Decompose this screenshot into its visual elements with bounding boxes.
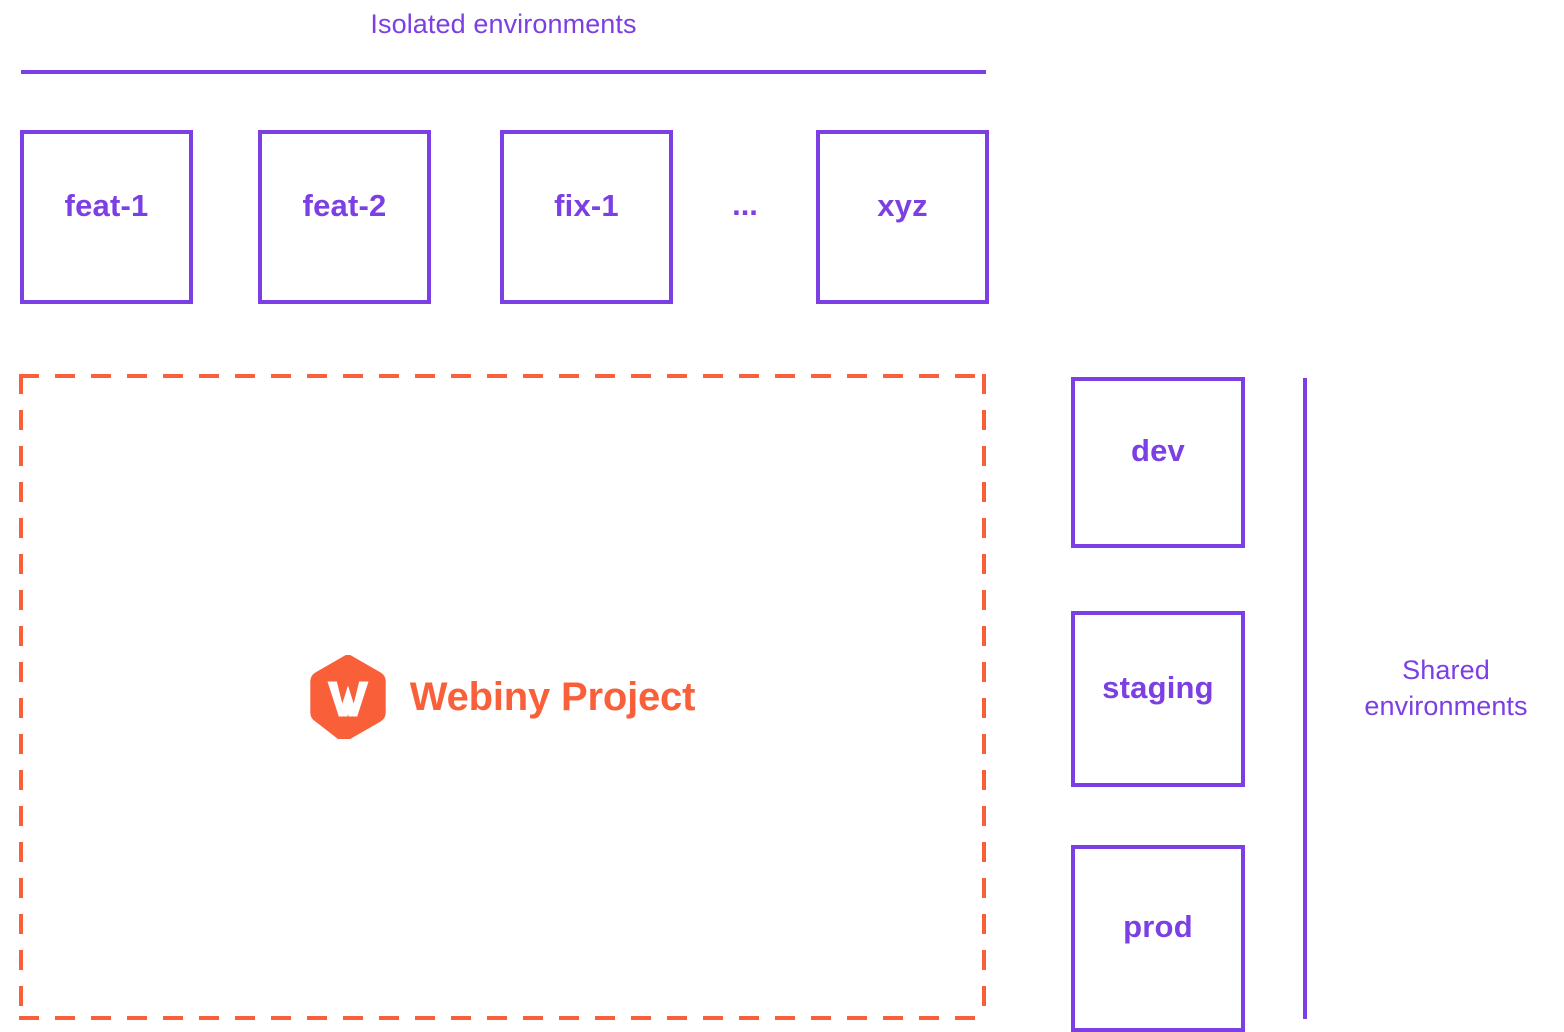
- shared-env-box-staging: staging: [1071, 611, 1245, 787]
- isolated-env-label: feat-2: [302, 187, 387, 223]
- isolated-env-label: fix-1: [554, 187, 619, 223]
- isolated-env-ellipsis: ...: [732, 187, 758, 222]
- shared-env-box-prod: prod: [1071, 845, 1245, 1032]
- webiny-hexagon-logo-icon: [310, 655, 386, 739]
- isolated-env-label: xyz: [877, 187, 928, 223]
- isolated-env-box-feat-2: feat-2: [258, 130, 431, 304]
- shared-env-box-dev: dev: [1071, 377, 1245, 548]
- shared-environments-divider: [1303, 378, 1307, 1019]
- isolated-env-label: feat-1: [64, 187, 149, 223]
- isolated-env-box-xyz: xyz: [816, 130, 989, 304]
- shared-env-label: prod: [1123, 909, 1193, 944]
- shared-environments-title-line-1: Shared: [1402, 655, 1490, 685]
- shared-environments-title-line-2: environments: [1364, 691, 1528, 721]
- webiny-project-container: Webiny Project: [19, 374, 986, 1020]
- isolated-environments-divider: [21, 70, 986, 74]
- webiny-project-name: Webiny Project: [409, 675, 696, 719]
- isolated-env-box-feat-1: feat-1: [20, 130, 193, 304]
- shared-env-label: dev: [1130, 433, 1186, 468]
- isolated-env-box-fix-1: fix-1: [500, 130, 673, 304]
- isolated-environments-title: Isolated environments: [370, 9, 637, 39]
- shared-environments-title: Shared environments: [1330, 652, 1562, 724]
- webiny-project-brand: Webiny Project: [19, 374, 986, 1020]
- shared-env-label: staging: [1102, 669, 1214, 705]
